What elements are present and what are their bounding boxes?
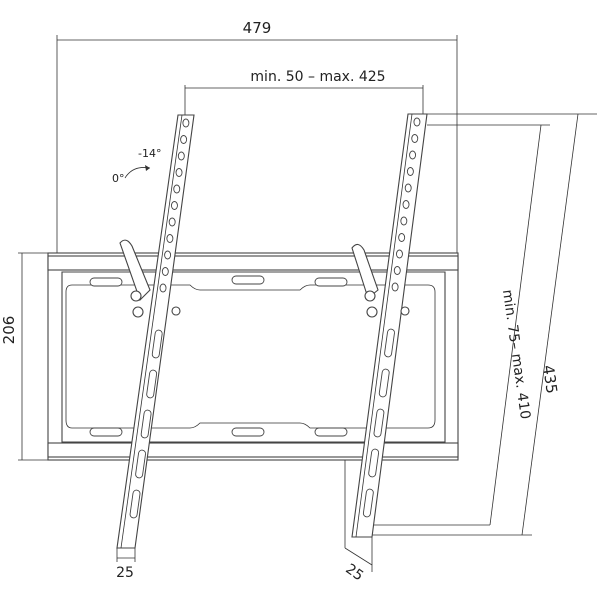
arm-slot: [362, 488, 374, 518]
arm-slot: [146, 369, 158, 399]
arm-slot: [140, 409, 152, 439]
tilt-end-label: -14°: [138, 147, 161, 160]
right-tilt-arm: [351, 113, 428, 538]
dimension-vertical: 435 min. 75– max. 410: [372, 113, 597, 536]
arm-hole: [175, 168, 183, 177]
arm-hole: [402, 200, 410, 209]
arm-hole: [166, 234, 174, 243]
arm-hole: [182, 118, 190, 128]
tilt-start-label: 0°: [112, 172, 125, 185]
arm-slot: [151, 329, 163, 359]
arm-hole: [406, 167, 414, 176]
horizontal-holes-label: min. 50 – max. 425: [250, 69, 385, 85]
arm-hole: [171, 201, 178, 210]
arm-hole: [396, 249, 403, 259]
arm-width-label: 25: [116, 565, 134, 581]
arm-hole: [173, 184, 181, 194]
arrow-icon: [145, 165, 150, 171]
arm-hole: [177, 151, 185, 161]
arm-hole: [159, 283, 167, 293]
arm-hole: [409, 150, 417, 160]
plate-height-label: 206: [0, 316, 18, 345]
dimension-arm-width: 25: [116, 548, 136, 581]
arm-hole: [168, 217, 176, 227]
arm-depth-label: 25: [342, 561, 366, 584]
width-label: 479: [243, 19, 272, 37]
arm-slot: [373, 408, 385, 438]
dimension-horizontal-holes: min. 50 – max. 425: [184, 69, 424, 115]
arm-hole: [404, 183, 412, 193]
arm-hole: [400, 216, 408, 226]
arm-hole: [161, 267, 169, 276]
arm-slot: [368, 448, 380, 478]
arm-hole: [393, 266, 401, 275]
arm-hole: [413, 117, 421, 127]
vertical-holes-label: min. 75– max. 410: [499, 289, 533, 421]
dimension-width-479: 479: [56, 19, 458, 253]
arm-hole: [391, 282, 399, 292]
arm-height-label: 435: [539, 364, 561, 395]
arm-slot: [135, 449, 146, 479]
arm-hole: [164, 250, 172, 260]
arm-hole: [398, 233, 406, 242]
arm-slot: [129, 489, 141, 519]
arm-hole: [411, 134, 419, 143]
arm-slot: [378, 368, 390, 398]
arm-hole: [180, 135, 188, 144]
left-tilt-arm: [116, 114, 195, 549]
dimension-height-206: 206: [0, 252, 60, 461]
tilt-indicator: 0° -14°: [112, 147, 161, 185]
arm-slot: [384, 328, 395, 358]
